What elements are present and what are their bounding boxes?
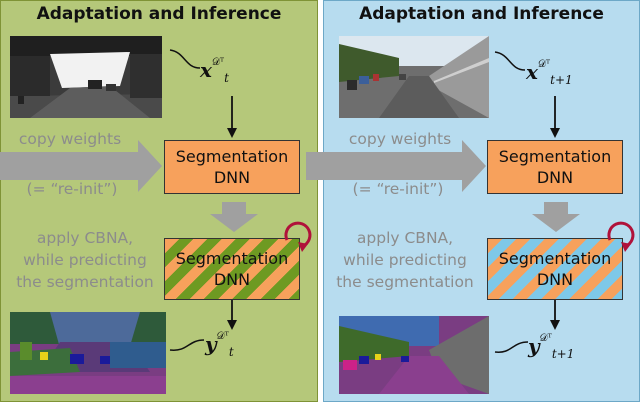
right-segmentation-dnn-box: Segmentation DNN [487,140,623,194]
right-apply-line3: the segmentation [336,273,474,291]
right-box2-line1: Segmentation [498,249,612,268]
left-apply-line3: the segmentation [16,273,154,291]
right-input-math: x𝒟ᵀt+1 [526,59,573,87]
left-copy-weights-label: copy weights [18,130,122,148]
right-copy-arrow [306,140,486,192]
left-apply-line1: apply CBNA, [36,229,134,247]
right-down-arrow [532,202,580,232]
right-output-segmentation [339,316,489,394]
left-output-segmentation [10,312,166,394]
left-box2-line1: Segmentation [175,249,289,268]
left-box2-line2: DNN [213,270,251,289]
right-adapted-segmentation-box: Segmentation DNN [487,238,623,300]
left-segmentation-dnn-box: Segmentation DNN [164,140,300,194]
left-output-connector [169,339,205,351]
right-panel-title: Adaptation and Inference [359,4,604,24]
right-box2-line2: DNN [536,270,574,289]
right-input-image [339,36,489,118]
left-panel-title: Adaptation and Inference [36,4,282,24]
left-adapted-segmentation-box: Segmentation DNN [164,238,300,300]
right-apply-line2: while predicting [343,251,467,269]
left-box1-line2: DNN [213,168,251,187]
right-box1-line2: DNN [536,168,574,187]
right-box1-line1: Segmentation [498,147,612,166]
left-input-math: x𝒟ᵀt [200,57,229,85]
right-reinit-label: (= “re-init”) [352,180,444,198]
right-apply-line1: apply CBNA, [356,229,454,247]
left-output-math: y𝒟ᵀt [205,331,234,359]
left-reinit-label: (= “re-init”) [26,180,118,198]
right-input-connector [494,51,526,71]
left-box1-line1: Segmentation [175,147,289,166]
left-input-image [10,36,162,118]
left-apply-line2: while predicting [23,251,147,269]
left-down-arrow [210,202,258,232]
right-output-math: y𝒟ᵀt+1 [528,333,575,361]
right-copy-weights-label: copy weights [348,130,452,148]
left-input-connector [169,49,201,69]
left-copy-arrow [0,140,162,192]
right-output-connector [494,341,529,353]
